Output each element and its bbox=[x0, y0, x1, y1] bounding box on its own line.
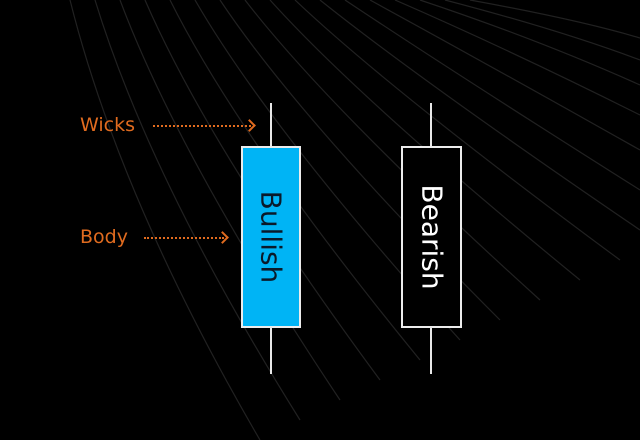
bearish-label: Bearish bbox=[415, 184, 448, 290]
bearish-upper-wick bbox=[430, 103, 432, 147]
body-label: Body bbox=[80, 226, 128, 248]
bullish-label: Bullish bbox=[254, 190, 288, 284]
bearish-lower-wick bbox=[430, 327, 432, 374]
wicks-arrow bbox=[153, 125, 251, 129]
bullish-upper-wick bbox=[270, 103, 272, 147]
bullish-lower-wick bbox=[270, 327, 272, 374]
bearish-candle-body: Bearish bbox=[401, 146, 462, 328]
wicks-label: Wicks bbox=[80, 114, 135, 136]
body-arrow bbox=[144, 237, 224, 241]
bullish-candle-body: Bullish bbox=[241, 146, 301, 328]
